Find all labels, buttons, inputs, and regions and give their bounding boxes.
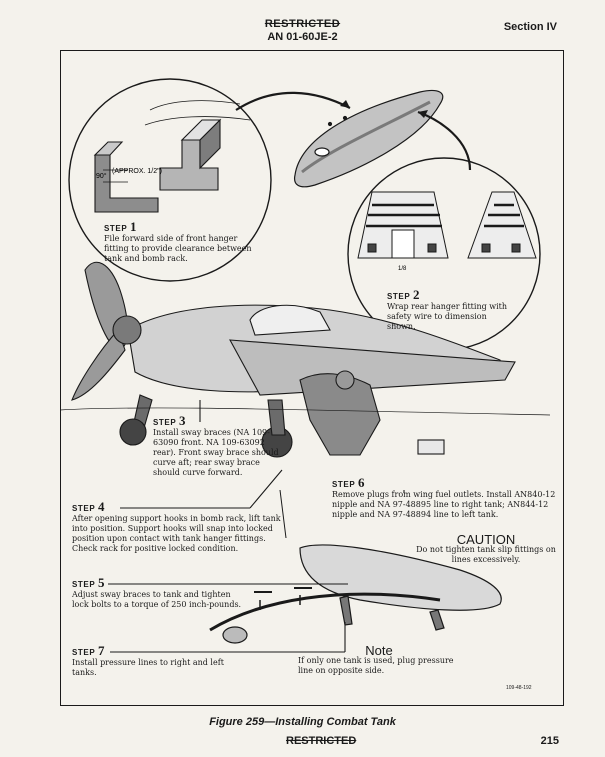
document-number: AN 01-60JE-2 bbox=[267, 31, 338, 43]
step-6-label: STEP bbox=[332, 480, 356, 489]
step-3-text: Install sway braces (NA 109-63090 front.… bbox=[153, 428, 279, 477]
step-5-label: STEP bbox=[72, 580, 96, 589]
step-7-instruction: STEP 7 Install pressure lines to right a… bbox=[72, 643, 232, 678]
step-5-instruction: STEP 5 Adjust sway braces to tank and ti… bbox=[72, 575, 242, 610]
step-4-label: STEP bbox=[72, 504, 96, 513]
step-4-number: 4 bbox=[97, 499, 106, 514]
step-3-instruction: STEP 3 Install sway braces (NA 109-63090… bbox=[153, 413, 279, 478]
restricted-marking-bottom: RESTRICTED bbox=[286, 735, 357, 747]
step-2-text: Wrap rear hanger fitting with safety wir… bbox=[387, 302, 508, 331]
step-2-label: STEP bbox=[387, 292, 411, 301]
step-6-text: Remove plugs from wing fuel outlets. Ins… bbox=[332, 490, 556, 519]
step-3-number: 3 bbox=[178, 413, 187, 428]
step1-detail-circle bbox=[68, 78, 272, 282]
caution-box: CAUTION Do not tighten tank slip fitting… bbox=[406, 532, 566, 565]
step-1-number: 1 bbox=[129, 219, 138, 234]
note-text: If only one tank is used, plug pressure … bbox=[298, 656, 454, 675]
section-label: Section IV bbox=[503, 21, 557, 33]
figure-frame bbox=[60, 50, 564, 706]
step-1-text: File forward side of front hanger fittin… bbox=[104, 234, 252, 263]
angle-label: 90° bbox=[96, 172, 107, 180]
step-6-instruction: STEP 6 Remove plugs from wing fuel outle… bbox=[332, 475, 557, 520]
step-5-number: 5 bbox=[97, 575, 106, 590]
step-7-number: 7 bbox=[97, 643, 106, 658]
leader-lines bbox=[108, 400, 405, 653]
page-number: 215 bbox=[540, 735, 559, 747]
step-2-instruction: STEP 2 Wrap rear hanger fitting with saf… bbox=[387, 287, 517, 332]
step-7-text: Install pressure lines to right and left… bbox=[72, 658, 224, 677]
step-1-instruction: STEP 1 File forward side of front hanger… bbox=[104, 219, 264, 264]
note-title: Note bbox=[365, 643, 393, 658]
drawing-code: 109-48-192 bbox=[506, 685, 532, 691]
step-1-label: STEP bbox=[104, 224, 128, 233]
figure-caption: Figure 259—Installing Combat Tank bbox=[209, 716, 396, 728]
restricted-marking-top: RESTRICTED bbox=[264, 18, 341, 30]
installed-tank-drawing bbox=[209, 489, 502, 644]
step-2-number: 2 bbox=[412, 287, 421, 302]
arrow-head bbox=[340, 100, 350, 108]
step-5-text: Adjust sway braces to tank and tighten l… bbox=[72, 590, 242, 609]
approx-dimension-label: (APPROX. 1/2") bbox=[112, 168, 162, 175]
caution-text: Do not tighten tank slip fittings on lin… bbox=[416, 545, 556, 564]
note-box: Note If only one tank is used, plug pres… bbox=[298, 643, 460, 676]
step-4-instruction: STEP 4 After opening support hooks in bo… bbox=[72, 499, 282, 554]
step-3-label: STEP bbox=[153, 418, 177, 427]
step-6-number: 6 bbox=[357, 475, 366, 490]
rear-hanger-fitting-drawing bbox=[357, 191, 537, 259]
front-hanger-fitting-drawing bbox=[93, 100, 251, 213]
airplane-drawing bbox=[59, 261, 551, 458]
step-7-label: STEP bbox=[72, 648, 96, 657]
drop-tank-drawing bbox=[293, 89, 444, 188]
caution-title: CAUTION bbox=[456, 532, 516, 547]
step-4-text: After opening support hooks in bomb rack… bbox=[72, 514, 281, 553]
safety-wire-dimension-label: 1/8 bbox=[398, 266, 407, 272]
arrow-head bbox=[418, 110, 428, 118]
